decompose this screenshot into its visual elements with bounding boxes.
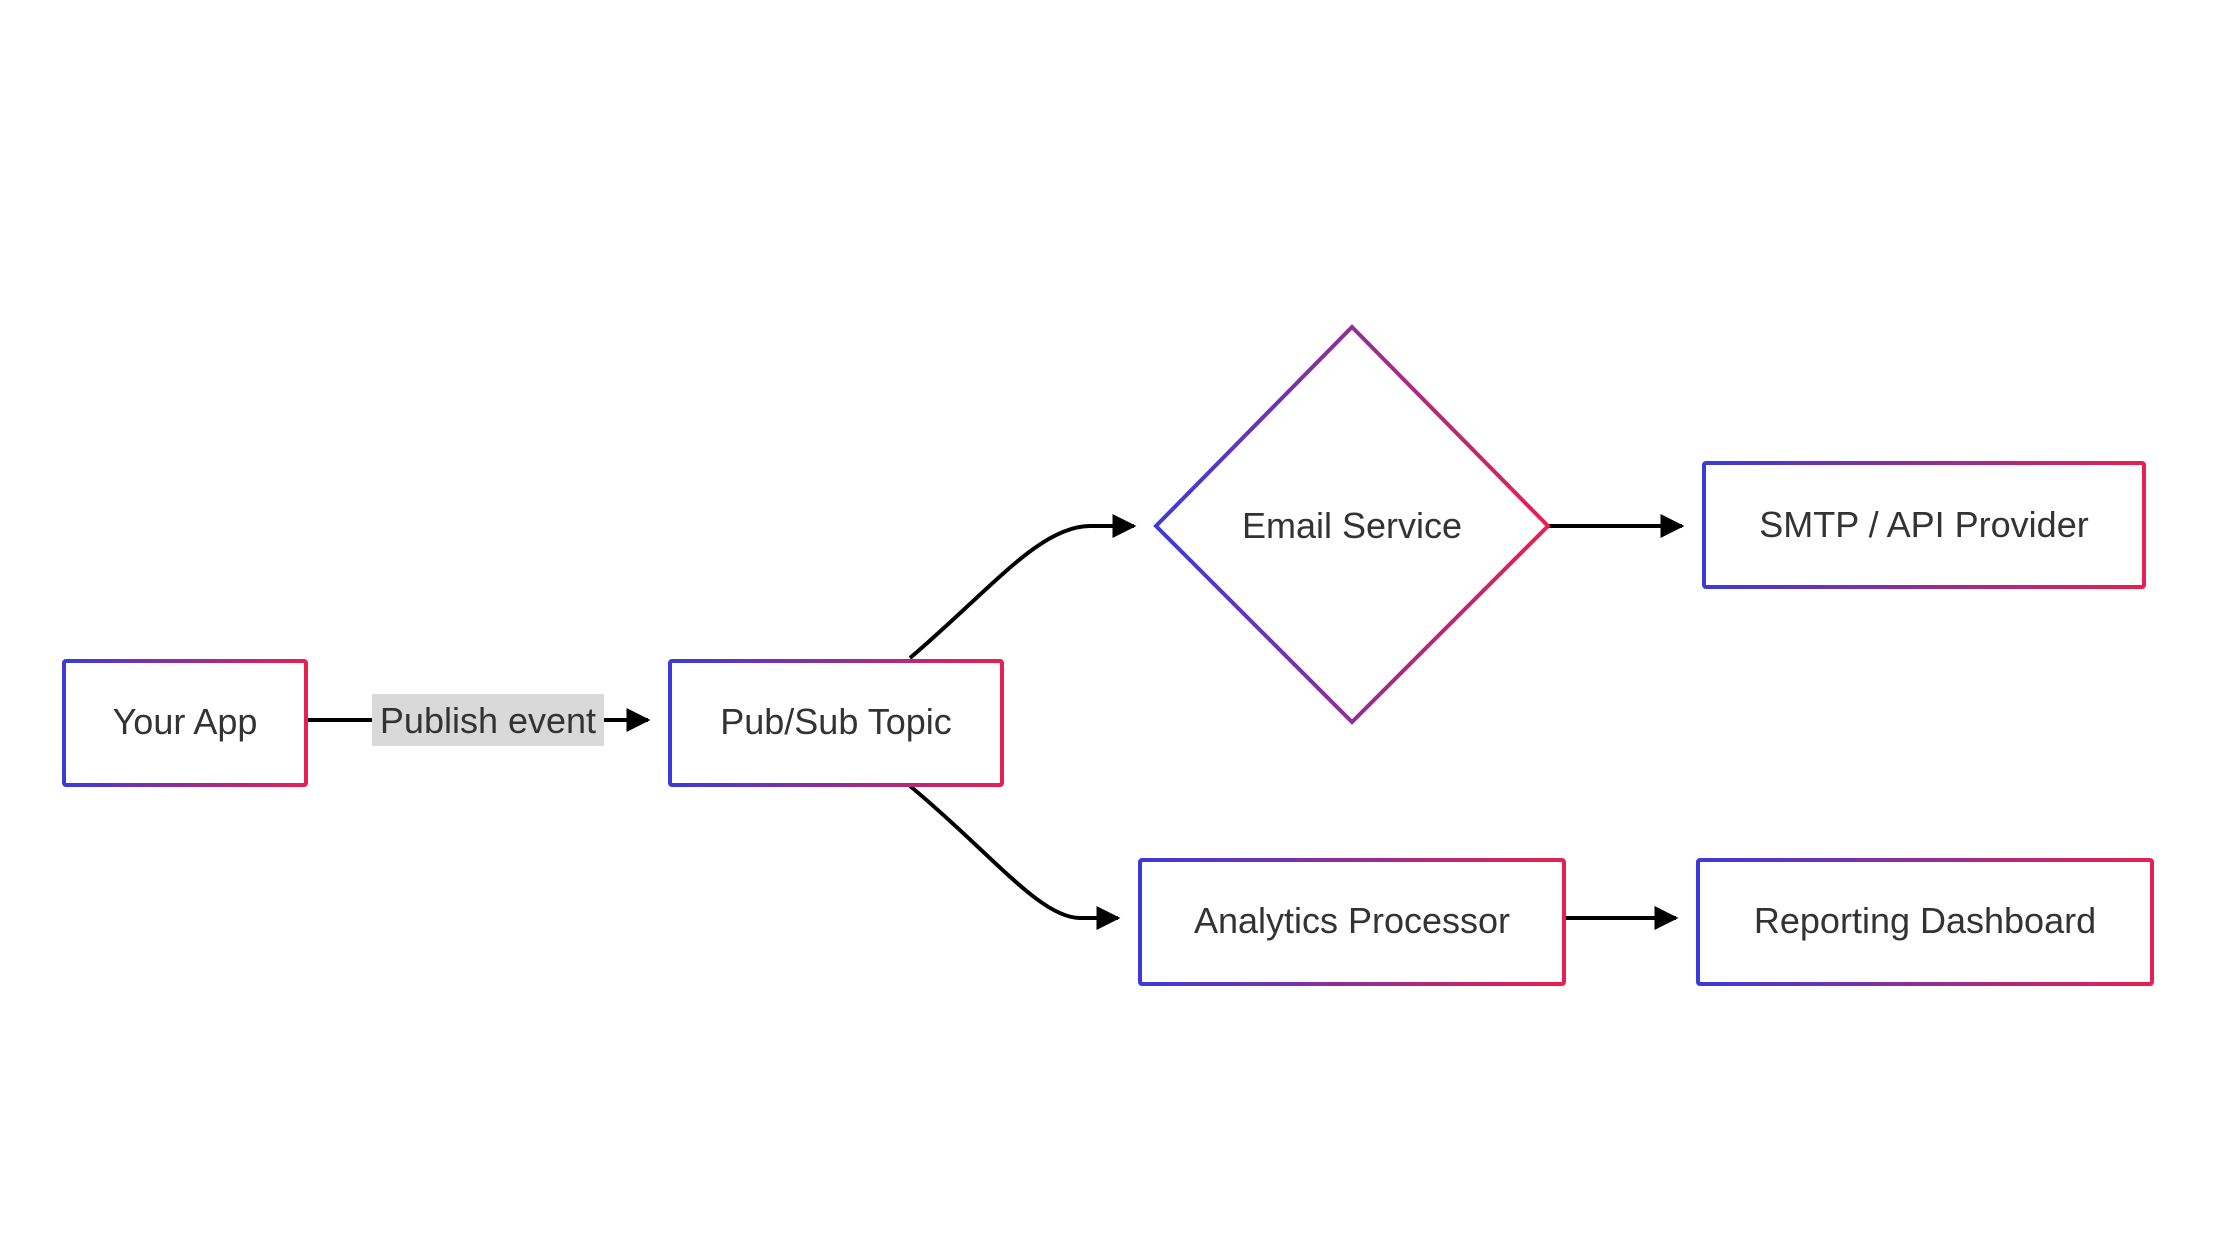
node-label: Pub/Sub Topic [720, 701, 952, 742]
node-analytics-processor[interactable]: Analytics Processor [1138, 858, 1566, 986]
edge-topic-to-email [908, 514, 1137, 660]
node-email-service[interactable]: Email Service [1153, 324, 1551, 725]
edge-label-background [372, 694, 604, 746]
node-your-app[interactable]: Your App [62, 659, 308, 787]
node-label: SMTP / API Provider [1759, 504, 2088, 545]
edge-topic-to-analytics [908, 784, 1121, 930]
node-label: Reporting Dashboard [1754, 900, 2096, 941]
node-smtp-api-provider[interactable]: SMTP / API Provider [1702, 461, 2146, 589]
node-pubsub-topic[interactable]: Pub/Sub Topic [668, 659, 1004, 787]
edge-label-text: Publish event [380, 700, 596, 741]
edge-label-publish-event: Publish event [372, 694, 604, 746]
node-label: Analytics Processor [1194, 900, 1510, 941]
node-label: Your App [113, 701, 258, 742]
node-label: Email Service [1242, 505, 1462, 546]
node-reporting-dashboard[interactable]: Reporting Dashboard [1696, 858, 2154, 986]
